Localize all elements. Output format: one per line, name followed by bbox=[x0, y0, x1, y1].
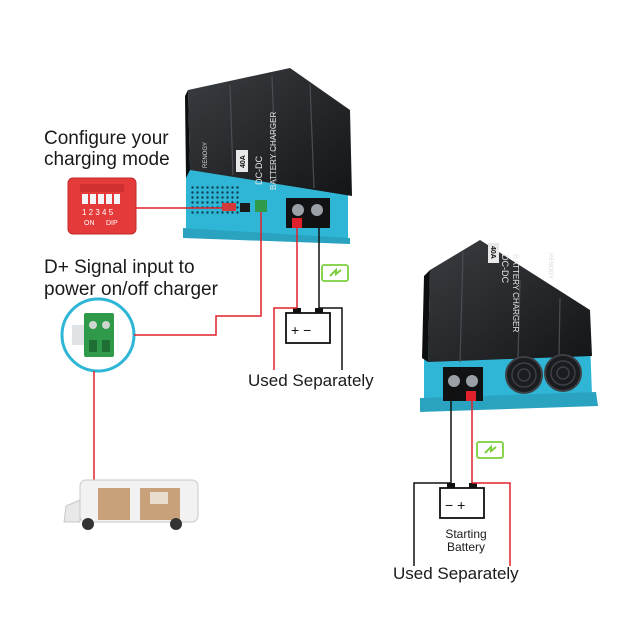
charger-2-body-top bbox=[428, 240, 592, 362]
starting-battery-line1: Starting bbox=[445, 527, 487, 541]
dip-switch-callout: 1 2 3 4 5 ON DIP bbox=[67, 177, 222, 235]
configure-mode-line1: Configure your bbox=[44, 128, 169, 149]
house-battery-icon bbox=[285, 312, 331, 344]
rv-icon bbox=[63, 479, 199, 530]
starting-battery-icon bbox=[439, 487, 485, 519]
charger-2-fan-1 bbox=[505, 356, 543, 394]
starting-bracket-right bbox=[472, 482, 511, 566]
house-battery-terminals: + − bbox=[291, 322, 311, 338]
charger-device-1: RENOGY 40A DC-DC BATTERY CHARGER bbox=[183, 68, 352, 244]
dplus-callout bbox=[60, 212, 262, 373]
charger-2-rating: 40A bbox=[489, 246, 496, 259]
charger-1-brand: RENOGY bbox=[203, 142, 209, 168]
used-separately-label-2: Used Separately bbox=[393, 564, 519, 583]
starting-battery: − + bbox=[413, 401, 511, 566]
used-separately-label-1: Used Separately bbox=[248, 371, 374, 390]
starting-battery-terminals: − + bbox=[445, 497, 465, 513]
dip-switch-dip-label: DIP bbox=[106, 220, 118, 227]
starting-battery-line2: Battery bbox=[446, 540, 485, 554]
charger-device-2: RENOGY 40A DC-DC BATTERY CHARGER bbox=[420, 240, 598, 412]
charging-indicator-icon-1 bbox=[321, 264, 349, 282]
dplus-signal-label: D+ Signal input to power on/off charger bbox=[44, 257, 244, 301]
charger-2-body-side bbox=[422, 270, 430, 362]
starting-battery-label: Starting Battery bbox=[432, 528, 500, 554]
charger-1-dplus-port bbox=[255, 200, 267, 212]
charger-2-model-line1: DC-DC bbox=[500, 254, 510, 283]
configure-mode-line2: charging mode bbox=[44, 149, 170, 170]
dplus-leader bbox=[134, 212, 262, 336]
charger-1-comm-port bbox=[240, 203, 250, 212]
dplus-signal-line1: D+ Signal input to bbox=[44, 257, 195, 278]
house-bracket-left bbox=[273, 307, 297, 370]
starting-bracket-left bbox=[413, 482, 451, 566]
house-bracket-right bbox=[319, 307, 343, 370]
charger-1-model-line2: BATTERY CHARGER bbox=[269, 112, 278, 190]
charger-1-housing-flange bbox=[183, 228, 350, 244]
charger-1-model-line1: DC-DC bbox=[254, 156, 264, 185]
dip-switch-numbers: 1 2 3 4 5 bbox=[82, 208, 114, 217]
charger-2-model-line2: BATTERY CHARGER bbox=[511, 254, 520, 332]
charger-2-brand: RENOGY bbox=[547, 253, 553, 279]
configure-mode-label: Configure your charging mode bbox=[44, 128, 204, 170]
house-battery: + − bbox=[273, 228, 343, 370]
charger-1-dip-port bbox=[222, 203, 236, 211]
charger-2-fan-2 bbox=[544, 354, 582, 392]
dplus-signal-line2: power on/off charger bbox=[44, 279, 218, 300]
dip-switch-on-label: ON bbox=[84, 220, 95, 227]
charger-1-rating: 40A bbox=[240, 155, 247, 168]
charger-1-body-side bbox=[185, 90, 190, 178]
charger-1-vent bbox=[190, 186, 240, 216]
charging-indicator-icon-2 bbox=[476, 441, 504, 459]
